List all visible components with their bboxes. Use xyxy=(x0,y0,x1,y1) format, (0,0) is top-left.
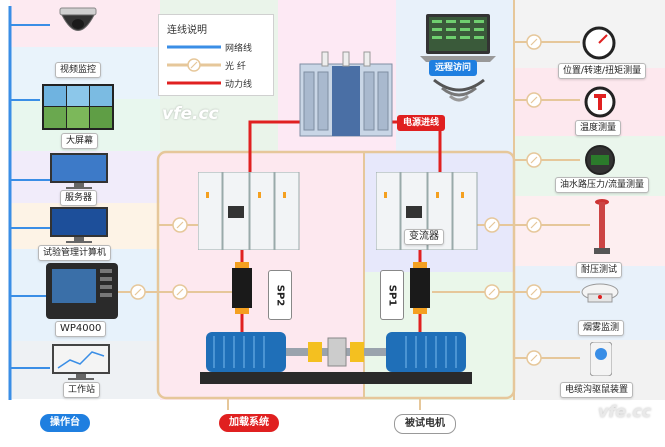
motor-bench-icon xyxy=(200,332,472,384)
left-device-label-5: 工作站 xyxy=(63,382,101,398)
gauge-icon xyxy=(582,26,616,60)
left-device-label-1: 大屏幕 xyxy=(61,133,99,149)
torque-sensor-icon-right xyxy=(410,262,430,314)
power-inlet-tag: 电源进线 xyxy=(397,115,446,131)
load-system-pill: 加载系统 xyxy=(219,414,279,432)
right-device-label-4: 烟雾监测 xyxy=(578,320,625,336)
torque-sensor-icon-left xyxy=(232,262,252,314)
server-monitor-icon xyxy=(50,153,108,189)
sp2-label: SP2 xyxy=(268,270,292,320)
computer-monitor-icon xyxy=(50,207,108,243)
dome-camera-icon xyxy=(59,7,97,31)
power-analyzer-icon xyxy=(46,263,118,319)
right-device-label-2: 油水路压力/流量测量 xyxy=(555,177,650,193)
remote-access-tag: 远程访问 xyxy=(429,60,478,76)
right-device-label-5: 电缆沟驱鼠装置 xyxy=(560,382,634,398)
left-device-label-2: 服务器 xyxy=(60,190,98,206)
rodent-repeller-icon xyxy=(590,342,612,376)
left-device-label-3: 试验管理计算机 xyxy=(38,245,112,261)
flow-meter-icon xyxy=(585,145,615,175)
video-wall-icon xyxy=(42,84,114,130)
right-device-label-0: 位置/转速/扭矩测量 xyxy=(558,63,647,79)
legend-title: 连线说明 xyxy=(167,25,207,36)
smoke-detector-icon xyxy=(581,283,619,303)
sp1-label: SP1 xyxy=(380,270,404,320)
right-device-label-1: 温度测量 xyxy=(575,120,622,136)
thermometer-icon xyxy=(584,86,616,118)
right-device-label-3: 耐压测试 xyxy=(576,262,623,278)
left-device-label-4: WP4000 xyxy=(55,321,107,337)
legend-power-label: 动力线 xyxy=(225,80,253,90)
watermark-bottom: vfe.cc xyxy=(598,402,652,421)
left-device-label-0: 视频监控 xyxy=(55,62,102,78)
legend-fiber-label: 光 纤 xyxy=(225,62,246,72)
converter-label: 变流器 xyxy=(404,229,444,245)
legend-panel: 连线说明 网络线 光 纤 动力线 xyxy=(158,14,274,96)
transformer-icon xyxy=(299,51,393,137)
watermark-top: vfe.cc xyxy=(162,104,219,124)
wireless-signal-icon xyxy=(433,78,485,102)
legend-swatches xyxy=(167,45,221,85)
legend-network-label: 网络线 xyxy=(225,44,253,54)
motor-under-test-pill: 被试电机 xyxy=(394,414,456,434)
hipot-tester-icon xyxy=(594,199,610,254)
load-cabinet-icon xyxy=(198,172,300,250)
workstation-icon xyxy=(52,344,110,380)
console-pill: 操作台 xyxy=(40,414,90,432)
